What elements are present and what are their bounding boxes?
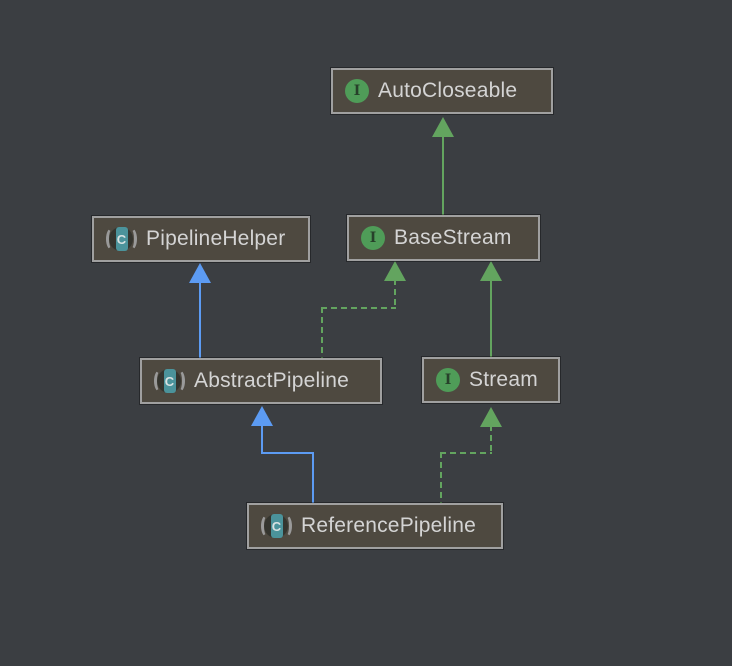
extends-arrowhead-basestream-autocloseable <box>432 117 454 137</box>
icon-right-paren <box>174 370 185 392</box>
node-basestream[interactable]: I BaseStream <box>347 215 540 261</box>
icon-left-paren <box>106 228 117 250</box>
edge-abstractpipeline-basestream-h <box>321 307 396 309</box>
node-label: Stream <box>469 368 538 391</box>
node-stream[interactable]: I Stream <box>422 357 560 403</box>
icon-left-paren <box>261 515 272 537</box>
interface-icon: I <box>345 79 369 103</box>
edge-abstractpipeline-basestream-v1 <box>321 307 323 358</box>
extends-arrowhead-referencepipeline-abstractpipeline <box>251 406 273 426</box>
abstract-class-icon: C <box>106 227 137 251</box>
icon-class-letter: C <box>270 514 283 538</box>
node-label: AbstractPipeline <box>194 369 349 392</box>
node-label: AutoCloseable <box>378 79 518 102</box>
edge-referencepipeline-abstractpipeline-v1 <box>312 452 314 503</box>
implements-arrowhead-referencepipeline-stream <box>480 407 502 427</box>
node-autocloseable[interactable]: I AutoCloseable <box>331 68 553 114</box>
node-referencepipeline[interactable]: C ReferencePipeline <box>247 503 503 549</box>
edge-abstractpipeline-pipelinehelper <box>199 280 201 358</box>
implements-arrowhead-abstractpipeline-basestream <box>384 261 406 281</box>
icon-class-letter: C <box>115 227 128 251</box>
abstract-class-icon: C <box>261 514 292 538</box>
interface-icon: I <box>436 368 460 392</box>
edge-abstractpipeline-basestream-v2 <box>394 279 396 308</box>
icon-right-paren <box>126 228 137 250</box>
node-label: ReferencePipeline <box>301 514 477 537</box>
edge-basestream-autocloseable <box>442 133 444 215</box>
edge-referencepipeline-stream-h <box>440 452 492 454</box>
edge-stream-basestream <box>490 278 492 357</box>
abstract-class-icon: C <box>154 369 185 393</box>
extends-arrowhead-stream-basestream <box>480 261 502 281</box>
interface-icon: I <box>361 226 385 250</box>
node-pipelinehelper[interactable]: C PipelineHelper <box>92 216 310 262</box>
icon-class-letter: C <box>163 369 176 393</box>
edge-referencepipeline-stream-v1 <box>440 452 442 503</box>
icon-right-paren <box>281 515 292 537</box>
node-label: BaseStream <box>394 226 512 249</box>
node-label: PipelineHelper <box>146 227 286 250</box>
extends-arrowhead-abstractpipeline-pipelinehelper <box>189 263 211 283</box>
icon-left-paren <box>154 370 165 392</box>
edge-referencepipeline-abstractpipeline-v2 <box>261 423 263 453</box>
node-abstractpipeline[interactable]: C AbstractPipeline <box>140 358 382 404</box>
edge-referencepipeline-abstractpipeline-h <box>261 452 314 454</box>
edge-referencepipeline-stream-v2 <box>490 425 492 453</box>
